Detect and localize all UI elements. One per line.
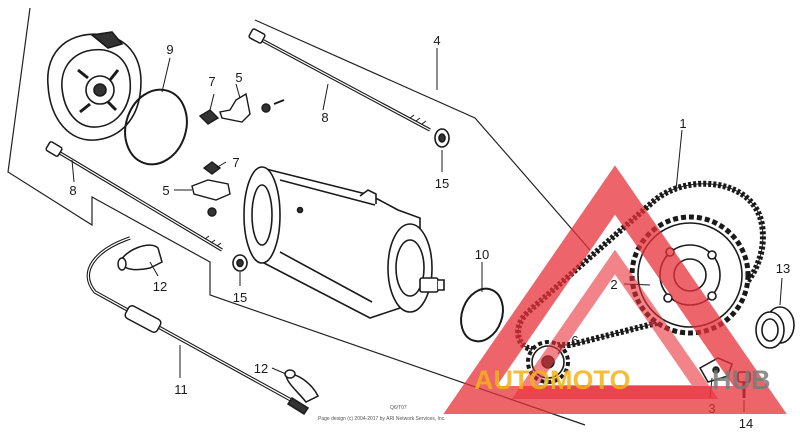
cable-boot-upper: [117, 244, 163, 271]
starter-motor: [243, 166, 445, 319]
callout-5a: 5: [235, 70, 242, 85]
drawing-id: Q6/T07: [390, 405, 407, 411]
callouts: 1 2 3 4 5 5 6 7 7 8 8 9 10 11 12 12 13 1…: [69, 33, 790, 431]
o-ring-9: [124, 88, 188, 166]
callout-9: 9: [166, 42, 173, 57]
callout-2: 2: [610, 277, 617, 292]
callout-12a: 12: [153, 279, 167, 294]
brush-assembly-upper: [198, 92, 285, 125]
callout-12b: 12: [254, 361, 268, 376]
collar-13: [755, 306, 795, 349]
callout-14: 14: [739, 416, 753, 431]
brush-assembly-lower: [191, 161, 231, 217]
watermark-text-hub: HUB: [712, 365, 771, 395]
callout-1: 1: [679, 116, 686, 131]
long-bolt-upper: [248, 28, 431, 132]
callout-15b: 15: [233, 290, 247, 305]
callout-11: 11: [174, 382, 188, 397]
starter-cable: [86, 236, 310, 416]
callout-6: 6: [571, 333, 578, 348]
diagram-boundary: [7, 7, 591, 426]
washer-15-lower: [232, 254, 248, 272]
watermark-logo: AUTOMOTO HUB: [443, 165, 787, 414]
callout-5b: 5: [162, 183, 169, 198]
washer-15-upper: [434, 128, 450, 148]
cable-boot-lower: [284, 369, 320, 403]
long-bolt-lower: [45, 141, 223, 252]
starter-cover: [47, 31, 142, 141]
callout-13: 13: [776, 261, 790, 276]
callout-8b: 8: [69, 183, 76, 198]
watermark-text-automoto: AUTOMOTO: [474, 365, 631, 395]
callout-15a: 15: [435, 176, 449, 191]
callout-7a: 7: [208, 74, 215, 89]
callout-8a: 8: [321, 110, 328, 125]
callout-7b: 7: [232, 155, 239, 170]
callout-4: 4: [433, 33, 440, 48]
o-ring-10: [460, 287, 504, 343]
callout-10: 10: [475, 247, 489, 262]
copyright-notice: Page design (c) 2004-2017 by ARI Network…: [318, 416, 446, 422]
